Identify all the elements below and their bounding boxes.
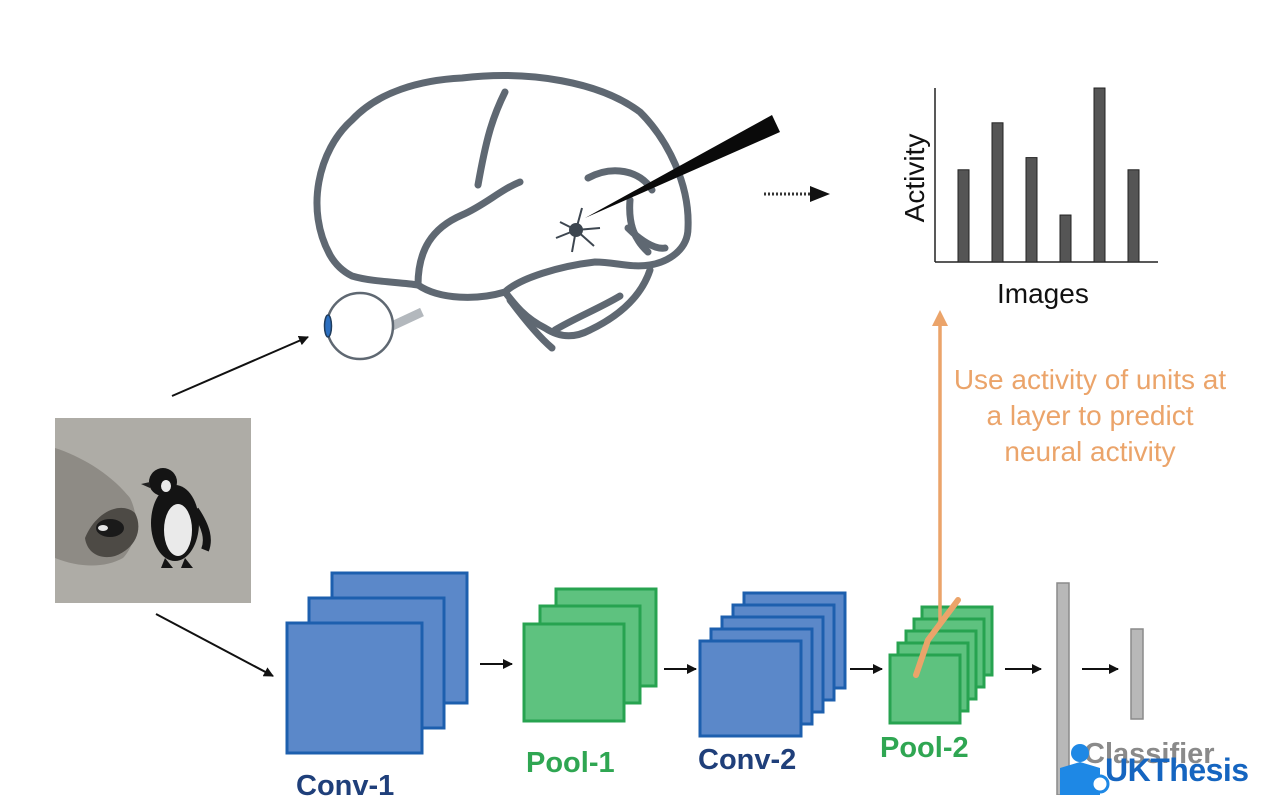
activity-bar-chart — [934, 87, 1158, 263]
arrow-to-eye — [171, 335, 309, 397]
pool2-label: Pool-2 — [880, 732, 969, 764]
optic-nerve — [390, 307, 424, 331]
dotted-arrow-to-chart — [764, 186, 830, 202]
conv1-label: Conv-1 — [296, 770, 395, 802]
arrow-to-network — [155, 613, 274, 677]
brain-icon — [313, 72, 692, 352]
watermark-text: UKThesis — [1105, 752, 1249, 788]
penguin-photo — [55, 418, 251, 603]
eye-icon — [323, 291, 395, 361]
pool1-label: Pool-1 — [526, 747, 615, 779]
pool2-feature-maps — [888, 605, 994, 725]
activity-bar-6 — [1127, 169, 1140, 263]
activity-bar-2 — [991, 122, 1004, 263]
ukthesis-logo — [1060, 744, 1110, 795]
activity-bar-1 — [957, 169, 970, 263]
pool1-feature-maps — [522, 587, 658, 723]
fc-layer-bar — [1056, 582, 1070, 795]
activity-bar-5 — [1093, 87, 1106, 263]
classifier-label: Classifier — [1084, 738, 1215, 770]
neuron-icon — [555, 207, 601, 253]
readout-annotation: Use activity of units at a layer to pred… — [953, 364, 1227, 467]
conv1-feature-maps — [285, 571, 469, 755]
chart-y-axis-label: Activity — [899, 133, 930, 223]
activity-bar-4 — [1059, 214, 1072, 263]
activity-bar-3 — [1025, 157, 1038, 263]
conv2-label: Conv-2 — [698, 744, 797, 776]
chart-x-axis-label: Images — [997, 278, 1089, 309]
readout-wire — [913, 597, 961, 678]
electrode-icon — [585, 115, 780, 218]
conv2-feature-maps — [698, 591, 847, 738]
classifier-layer-bar — [1130, 628, 1144, 720]
